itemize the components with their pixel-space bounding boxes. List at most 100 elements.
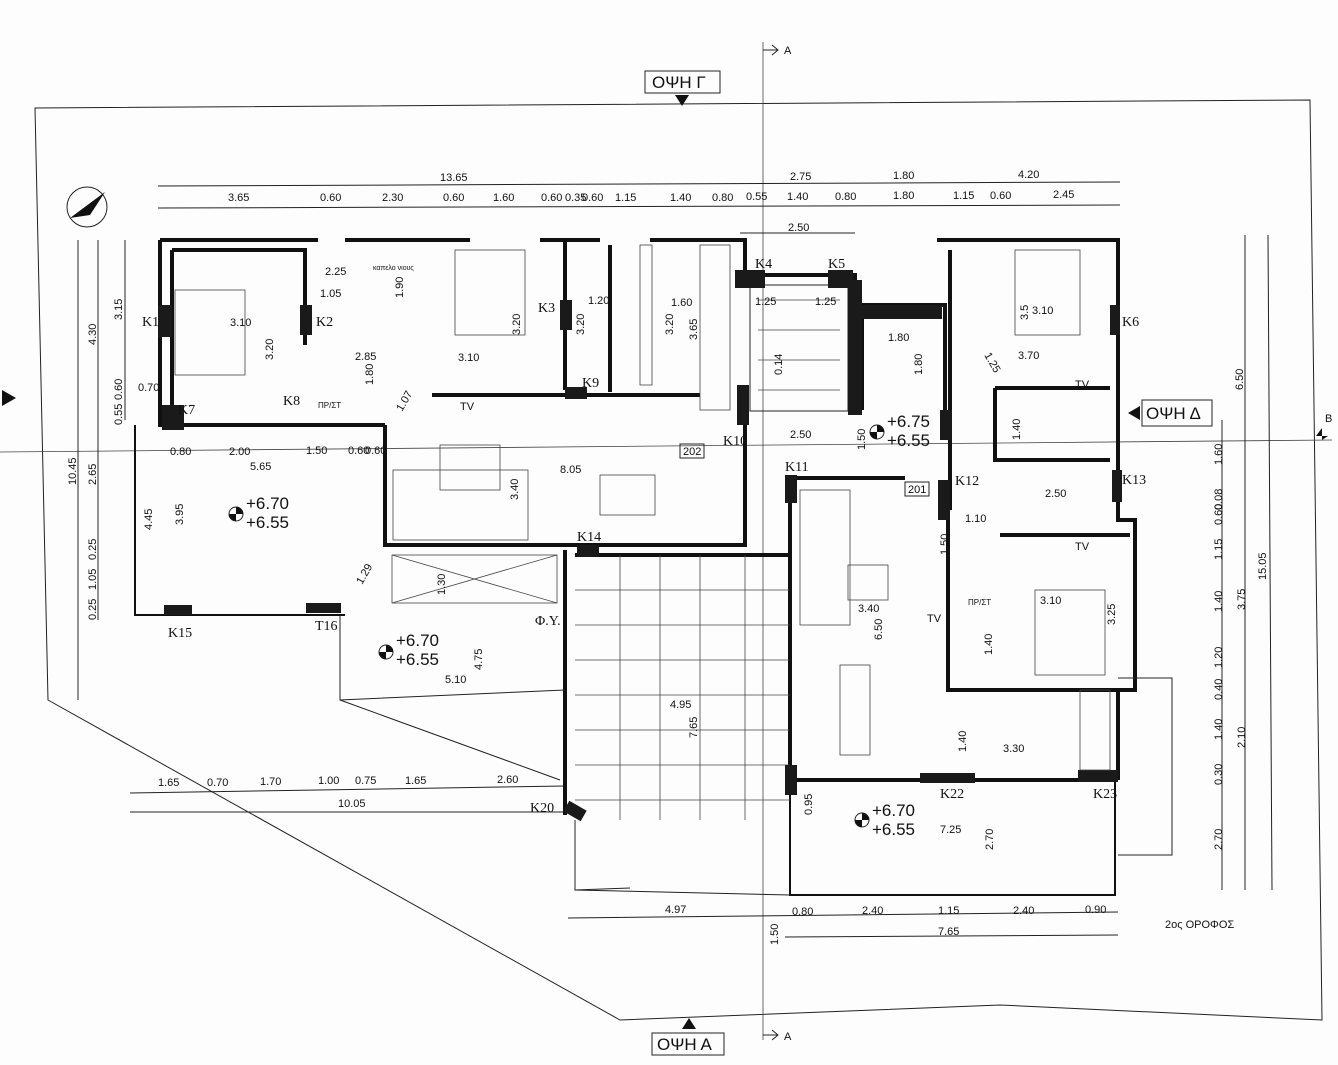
svg-text:4.20: 4.20 <box>1018 169 1039 181</box>
void-cross <box>391 554 558 604</box>
svg-text:2.10: 2.10 <box>1236 727 1248 748</box>
svg-text:1.50: 1.50 <box>939 534 951 555</box>
walls <box>134 238 1173 896</box>
unit-tag: 201 <box>904 481 930 497</box>
svg-text:3.95: 3.95 <box>174 504 186 525</box>
svg-text:6.50: 6.50 <box>873 619 885 640</box>
svg-text:4.45: 4.45 <box>143 509 155 530</box>
svg-text:2.65: 2.65 <box>87 464 99 485</box>
section-arrow-a-top <box>763 44 779 56</box>
opening-label: K4 <box>755 257 772 272</box>
svg-text:10.45: 10.45 <box>67 457 79 485</box>
section-arrow-b <box>1316 428 1328 440</box>
svg-text:1.40: 1.40 <box>670 192 691 204</box>
section-a-top-label: A <box>784 45 792 57</box>
svg-text:2.70: 2.70 <box>984 829 996 850</box>
opening-label: K22 <box>940 787 964 802</box>
svg-text:1.50: 1.50 <box>856 429 868 450</box>
svg-text:0.08: 0.08 <box>1213 489 1225 510</box>
section-line-b <box>0 439 1333 453</box>
svg-text:2.30: 2.30 <box>382 192 403 204</box>
svg-text:4.95: 4.95 <box>670 699 691 711</box>
opening-label: K13 <box>1122 473 1146 488</box>
svg-text:202: 202 <box>683 446 701 458</box>
svg-text:3.20: 3.20 <box>511 314 523 335</box>
property-boundary <box>34 99 1323 1021</box>
furniture <box>174 244 1111 771</box>
svg-text:15.05: 15.05 <box>1257 552 1269 580</box>
svg-text:1.50: 1.50 <box>769 924 781 945</box>
svg-text:3.10: 3.10 <box>1032 305 1053 317</box>
level-marker-icons <box>228 424 885 828</box>
svg-text:0.60: 0.60 <box>1213 504 1225 525</box>
svg-text:2.40: 2.40 <box>862 905 883 917</box>
svg-text:1.25: 1.25 <box>755 296 776 308</box>
stair-treads <box>575 299 840 820</box>
section-b-label: B <box>1325 413 1332 425</box>
bath-note: καπελο νιους <box>373 265 414 272</box>
svg-text:1.05: 1.05 <box>87 569 99 590</box>
boiler-tag: ΠΡ/ΣΤ <box>318 401 341 410</box>
left-dimensions: 4.30 10.45 2.65 0.25 1.05 0.25 3.15 0.60… <box>67 299 159 620</box>
level-top: +6.70 <box>396 631 439 650</box>
svg-text:1.07: 1.07 <box>394 389 415 414</box>
opening-label: K23 <box>1093 787 1117 802</box>
section-arrow-a-bottom <box>763 1029 779 1041</box>
svg-text:3.65: 3.65 <box>228 192 249 204</box>
level-top: +6.75 <box>887 412 930 431</box>
svg-text:0.55: 0.55 <box>746 191 767 203</box>
svg-text:2.70: 2.70 <box>1213 829 1225 850</box>
svg-text:1.15: 1.15 <box>938 905 959 917</box>
svg-text:0.60: 0.60 <box>113 379 125 400</box>
svg-text:2.60: 2.60 <box>497 774 518 786</box>
svg-text:1.80: 1.80 <box>913 354 925 375</box>
svg-text:3.65: 3.65 <box>688 319 700 340</box>
svg-text:0.80: 0.80 <box>712 192 733 204</box>
svg-text:2.75: 2.75 <box>790 171 811 183</box>
opening-label: K5 <box>828 257 845 272</box>
svg-text:3.30: 3.30 <box>1003 743 1024 755</box>
svg-text:1.29: 1.29 <box>354 562 375 587</box>
unit-tag: 202 <box>679 443 705 459</box>
svg-text:7.25: 7.25 <box>940 824 961 836</box>
svg-text:1.15: 1.15 <box>615 192 636 204</box>
svg-text:0.14: 0.14 <box>773 354 785 375</box>
tv-tag: TV <box>927 613 942 625</box>
svg-text:ΟΨΗ Γ: ΟΨΗ Γ <box>652 73 706 92</box>
svg-text:1.80: 1.80 <box>893 170 914 182</box>
opening-label: K2 <box>316 315 333 330</box>
svg-text:3.75: 3.75 <box>1236 589 1248 610</box>
svg-text:1.30: 1.30 <box>436 574 448 595</box>
level-bottom: +6.55 <box>872 820 915 839</box>
opening-label: K14 <box>577 530 601 545</box>
svg-text:1.40: 1.40 <box>1213 719 1225 740</box>
svg-text:3.20: 3.20 <box>264 339 276 360</box>
svg-text:201: 201 <box>908 484 926 496</box>
level-bottom: +6.55 <box>396 650 439 669</box>
svg-text:3.70: 3.70 <box>1018 350 1039 362</box>
svg-text:0.80: 0.80 <box>170 446 191 458</box>
svg-text:3.5: 3.5 <box>1019 305 1031 320</box>
svg-text:7.65: 7.65 <box>688 717 700 738</box>
svg-text:1.60: 1.60 <box>671 297 692 309</box>
shaft-tag: Φ.Υ. <box>535 614 561 629</box>
svg-text:3.20: 3.20 <box>575 314 587 335</box>
opening-label: K9 <box>582 376 599 391</box>
svg-text:1.50: 1.50 <box>306 445 327 457</box>
boiler-tag: ΠΡ/ΣΤ <box>968 598 991 607</box>
svg-text:0.60: 0.60 <box>582 192 603 204</box>
svg-text:1.40: 1.40 <box>957 731 969 752</box>
opening-label: K1 <box>142 315 159 330</box>
svg-text:10.05: 10.05 <box>338 798 366 810</box>
svg-text:3.10: 3.10 <box>1040 595 1061 607</box>
svg-text:2.00: 2.00 <box>229 446 250 458</box>
svg-text:0.70: 0.70 <box>207 777 228 789</box>
svg-text:1.40: 1.40 <box>787 191 808 203</box>
svg-text:13.65: 13.65 <box>440 172 468 184</box>
svg-text:7.65: 7.65 <box>938 926 959 938</box>
dimension-lines <box>77 181 1273 938</box>
svg-text:1.05: 1.05 <box>320 288 341 300</box>
section-a-bottom-label: A <box>784 1031 792 1043</box>
opening-label: K7 <box>178 403 195 418</box>
